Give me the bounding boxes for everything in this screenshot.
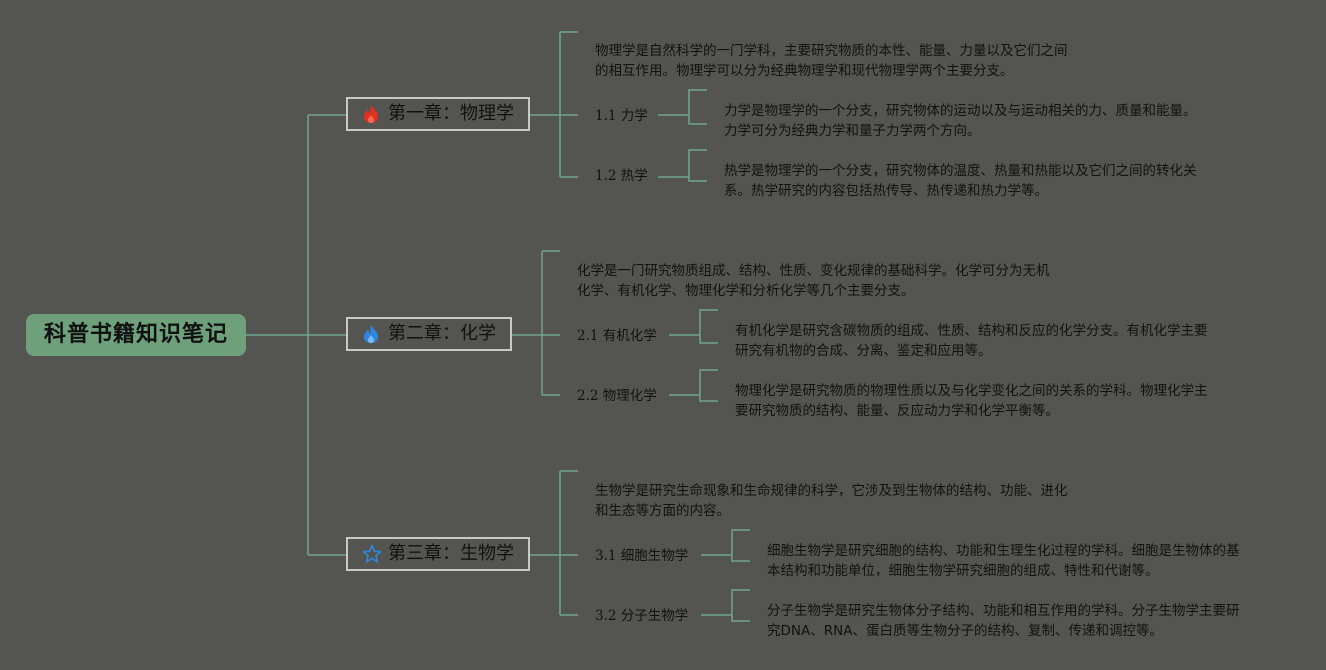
subtopic-description: 有机化学是研究含碳物质的组成、性质、结构和反应的化学分支。有机化学主要研究有机物…	[735, 323, 1208, 359]
subtopic-thermodynamics[interactable]: 1.2 热学	[595, 168, 648, 184]
subtopic-description: 细胞生物学是研究细胞的结构、功能和生理生化过程的学科。细胞是生物体的基本结构和功…	[767, 543, 1240, 579]
chapter-chemistry[interactable]: 第二章：化学	[346, 317, 512, 351]
chapter-description: 物理学是自然科学的一门学科，主要研究物质的本性、能量、力量以及它们之间的相互作用…	[595, 43, 1068, 79]
chapter-title: 第三章：生物学	[388, 543, 514, 564]
subtopic-description: 热学是物理学的一个分支，研究物体的温度、热量和热能以及它们之间的转化关系。热学研…	[724, 163, 1197, 199]
subtopic-cell-biology[interactable]: 3.1 细胞生物学	[595, 548, 689, 564]
star-icon	[362, 544, 384, 564]
chapter-description: 化学是一门研究物质组成、结构、性质、变化规律的基础科学。化学可分为无机化学、有机…	[577, 263, 1050, 299]
chapter-physics[interactable]: 第一章：物理学	[346, 97, 530, 131]
root-topic[interactable]: 科普书籍知识笔记	[26, 314, 246, 356]
subtopic-description: 分子生物学是研究生物体分子结构、功能和相互作用的学科。分子生物学主要研究DNA、…	[767, 603, 1240, 639]
fire-icon-red	[362, 104, 384, 124]
fire-icon-blue	[362, 324, 384, 344]
chapter-title: 第二章：化学	[388, 323, 496, 344]
subtopic-mechanics[interactable]: 1.1 力学	[595, 108, 648, 124]
subtopic-description: 物理化学是研究物质的物理性质以及与化学变化之间的关系的学科。物理化学主要研究物质…	[735, 383, 1208, 419]
subtopic-molecular-biology[interactable]: 3.2 分子生物学	[595, 608, 689, 624]
chapter-description: 生物学是研究生命现象和生命规律的科学，它涉及到生物体的结构、功能、进化和生态等方…	[595, 483, 1068, 519]
subtopic-description: 力学是物理学的一个分支，研究物体的运动以及与运动相关的力、质量和能量。力学可分为…	[724, 103, 1197, 139]
chapter-biology[interactable]: 第三章：生物学	[346, 537, 530, 571]
subtopic-organic-chemistry[interactable]: 2.1 有机化学	[577, 328, 657, 344]
subtopic-physical-chemistry[interactable]: 2.2 物理化学	[577, 388, 657, 404]
chapter-title: 第一章：物理学	[388, 103, 514, 124]
